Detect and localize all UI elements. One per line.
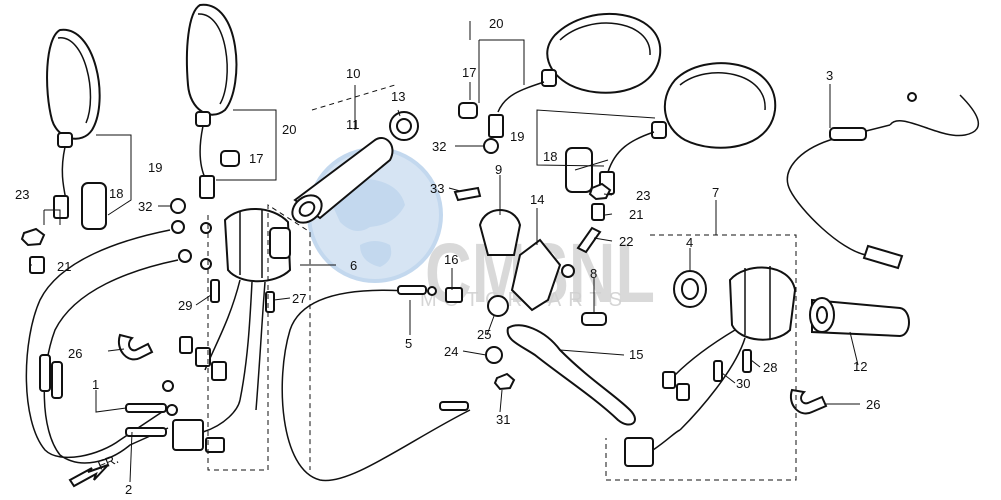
bolt-33 [453, 186, 482, 202]
nut-24 [485, 346, 503, 364]
callout-4: 4 [686, 235, 693, 250]
screw-29 [210, 279, 220, 303]
mirror-left-inner [185, 3, 238, 199]
dust-cover-25 [487, 295, 509, 317]
callout-17b: 17 [462, 65, 476, 80]
callout-9: 9 [495, 162, 502, 177]
throttle-grip [291, 137, 394, 224]
callout-17a: 17 [249, 151, 263, 166]
lever-bracket-14 [510, 238, 562, 312]
leader-lines [30, 21, 860, 483]
callout-22: 22 [619, 234, 633, 249]
callout-33: 33 [430, 181, 444, 196]
callout-12: 12 [853, 359, 867, 374]
callout-25: 25 [477, 327, 491, 342]
watermark-continents [330, 179, 405, 267]
bolt-21-left [29, 256, 45, 274]
cable-clip-26-right [789, 388, 828, 415]
callout-21a: 21 [57, 259, 71, 274]
cable-clip-26-left [117, 333, 154, 361]
callout-26a: 26 [68, 346, 82, 361]
callout-10: 10 [346, 66, 360, 81]
mirror-boot-right [565, 147, 593, 193]
callout-30: 30 [736, 376, 750, 391]
callout-2: 2 [125, 482, 132, 497]
callout-14: 14 [530, 192, 544, 207]
nut-23-right [588, 182, 612, 201]
nut-31 [493, 372, 516, 391]
callout-13: 13 [391, 89, 405, 104]
callout-26b: 26 [866, 397, 880, 412]
direction-arrow: FR. [68, 451, 121, 488]
clamp-9 [478, 209, 522, 256]
clamp-bolts-32-left [170, 198, 212, 270]
grip-12 [809, 297, 910, 338]
callout-23a: 23 [15, 187, 29, 202]
lever-15 [506, 324, 636, 426]
mirror-boot-left-small [220, 150, 240, 167]
callout-20a: 20 [282, 122, 296, 137]
callout-18b: 18 [543, 149, 557, 164]
screw-28 [742, 349, 752, 373]
throttle-cables [25, 229, 179, 464]
front-arrow-label: FR. [96, 451, 121, 473]
callout-19b: 19 [510, 129, 524, 144]
frame-7 [605, 234, 797, 481]
callout-20b: 20 [489, 16, 503, 31]
callout-16: 16 [444, 252, 458, 267]
bolt-16 [445, 287, 463, 303]
callout-24: 24 [444, 344, 458, 359]
front-arrow-icon [68, 464, 109, 488]
nut-32-right [483, 138, 499, 154]
collar-13 [389, 111, 419, 141]
clutch-cable [281, 285, 471, 482]
boot-17-right [458, 102, 478, 119]
callout-23b: 23 [636, 188, 650, 203]
callout-21b: 21 [629, 207, 643, 222]
pivot-8 [581, 312, 607, 326]
bolt-22 [576, 226, 602, 254]
callout-7: 7 [712, 185, 719, 200]
callout-11: 11 [346, 117, 360, 132]
callout-5: 5 [405, 336, 412, 351]
bolt-21-right [591, 203, 605, 221]
frame-6 [207, 204, 311, 471]
callout-3: 3 [826, 68, 833, 83]
mirror-left-outer [46, 28, 101, 219]
group-brackets [43, 39, 656, 225]
left-switch-housing [172, 208, 292, 453]
callout-27: 27 [292, 291, 306, 306]
callout-6: 6 [350, 258, 357, 273]
collar-4 [673, 270, 707, 308]
callout-15: 15 [629, 347, 643, 362]
callout-28: 28 [763, 360, 777, 375]
choke-cable-3 [786, 92, 979, 270]
callouts: 1 2 3 4 5 6 7 8 9 10 11 12 13 14 15 16 1… [15, 16, 880, 497]
screw-27 [265, 291, 275, 313]
mirror-right-top [488, 13, 662, 138]
callout-32b: 32 [432, 139, 446, 154]
callout-19a: 19 [148, 160, 162, 175]
callout-29: 29 [178, 298, 192, 313]
callout-32a: 32 [138, 199, 152, 214]
callout-31: 31 [496, 412, 510, 427]
right-switch-housing [624, 266, 797, 467]
callout-1: 1 [92, 377, 99, 392]
nut-14-top [561, 264, 575, 278]
nut-23-left [20, 227, 46, 247]
callout-8: 8 [590, 266, 597, 281]
callout-18a: 18 [109, 186, 123, 201]
screw-30 [713, 360, 723, 382]
mirror-boot-left [81, 182, 107, 230]
